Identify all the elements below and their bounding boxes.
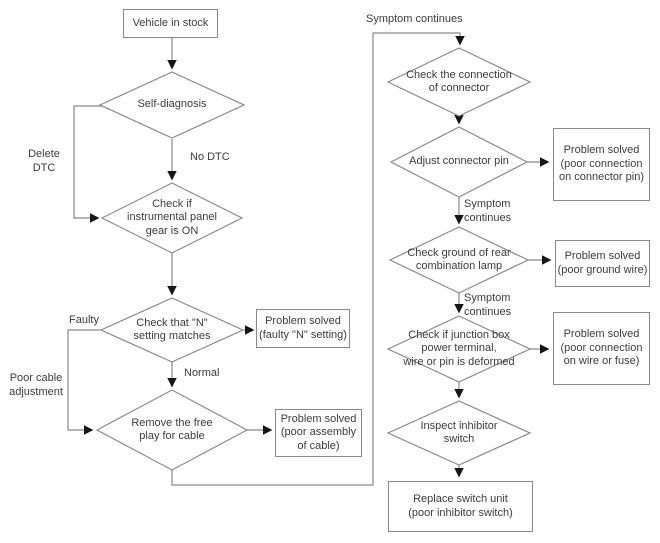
diamond-check-ground bbox=[388, 226, 530, 294]
diamond-check-connection bbox=[386, 47, 532, 117]
edge-faulty-loop bbox=[67, 329, 101, 435]
diamond-junction-box bbox=[386, 315, 532, 383]
edge-label-symptom-mid1: Symptom continues bbox=[464, 198, 512, 224]
node-solved-wire-fuse: Problem solved (poor connection on wire … bbox=[553, 312, 650, 385]
edge-label-symptom-top: Symptom continues bbox=[366, 13, 463, 25]
edge-delete-dtc-loop bbox=[73, 105, 102, 223]
edge-label-delete-dtc: Delete DTC bbox=[28, 148, 60, 174]
edge-label-normal: Normal bbox=[184, 367, 220, 379]
node-solved-poor-assembly: Problem solved (poor assembly of cable) bbox=[275, 409, 362, 457]
edge-label-poor-cable: Poor cable adjustment bbox=[9, 372, 63, 398]
diamond-self-diagnosis bbox=[98, 71, 246, 139]
node-solved-faulty-n: Problem solved (faulty "N" setting) bbox=[256, 309, 350, 348]
edge-label-faulty: Faulty bbox=[69, 314, 99, 326]
edge-symptom-continues-long bbox=[171, 32, 465, 486]
diamond-free-play bbox=[95, 389, 249, 471]
edge-label-no-dtc: No DTC bbox=[190, 151, 230, 163]
diamond-n-setting bbox=[99, 297, 245, 363]
diamond-adjust-pin bbox=[389, 126, 529, 198]
node-vehicle-in-stock: Vehicle in stock bbox=[123, 9, 218, 38]
node-solved-ground-wire: Problem solved (poor ground wire) bbox=[555, 240, 650, 287]
node-solved-connector-pin: Problem solved (poor connection on conne… bbox=[553, 128, 650, 201]
diamond-instrument-panel bbox=[100, 182, 244, 254]
diamond-inspect-inhibitor bbox=[386, 400, 532, 466]
node-replace-switch: Replace switch unit (poor inhibitor swit… bbox=[388, 481, 533, 532]
edge-label-symptom-mid2: Symptom continues bbox=[464, 292, 512, 318]
